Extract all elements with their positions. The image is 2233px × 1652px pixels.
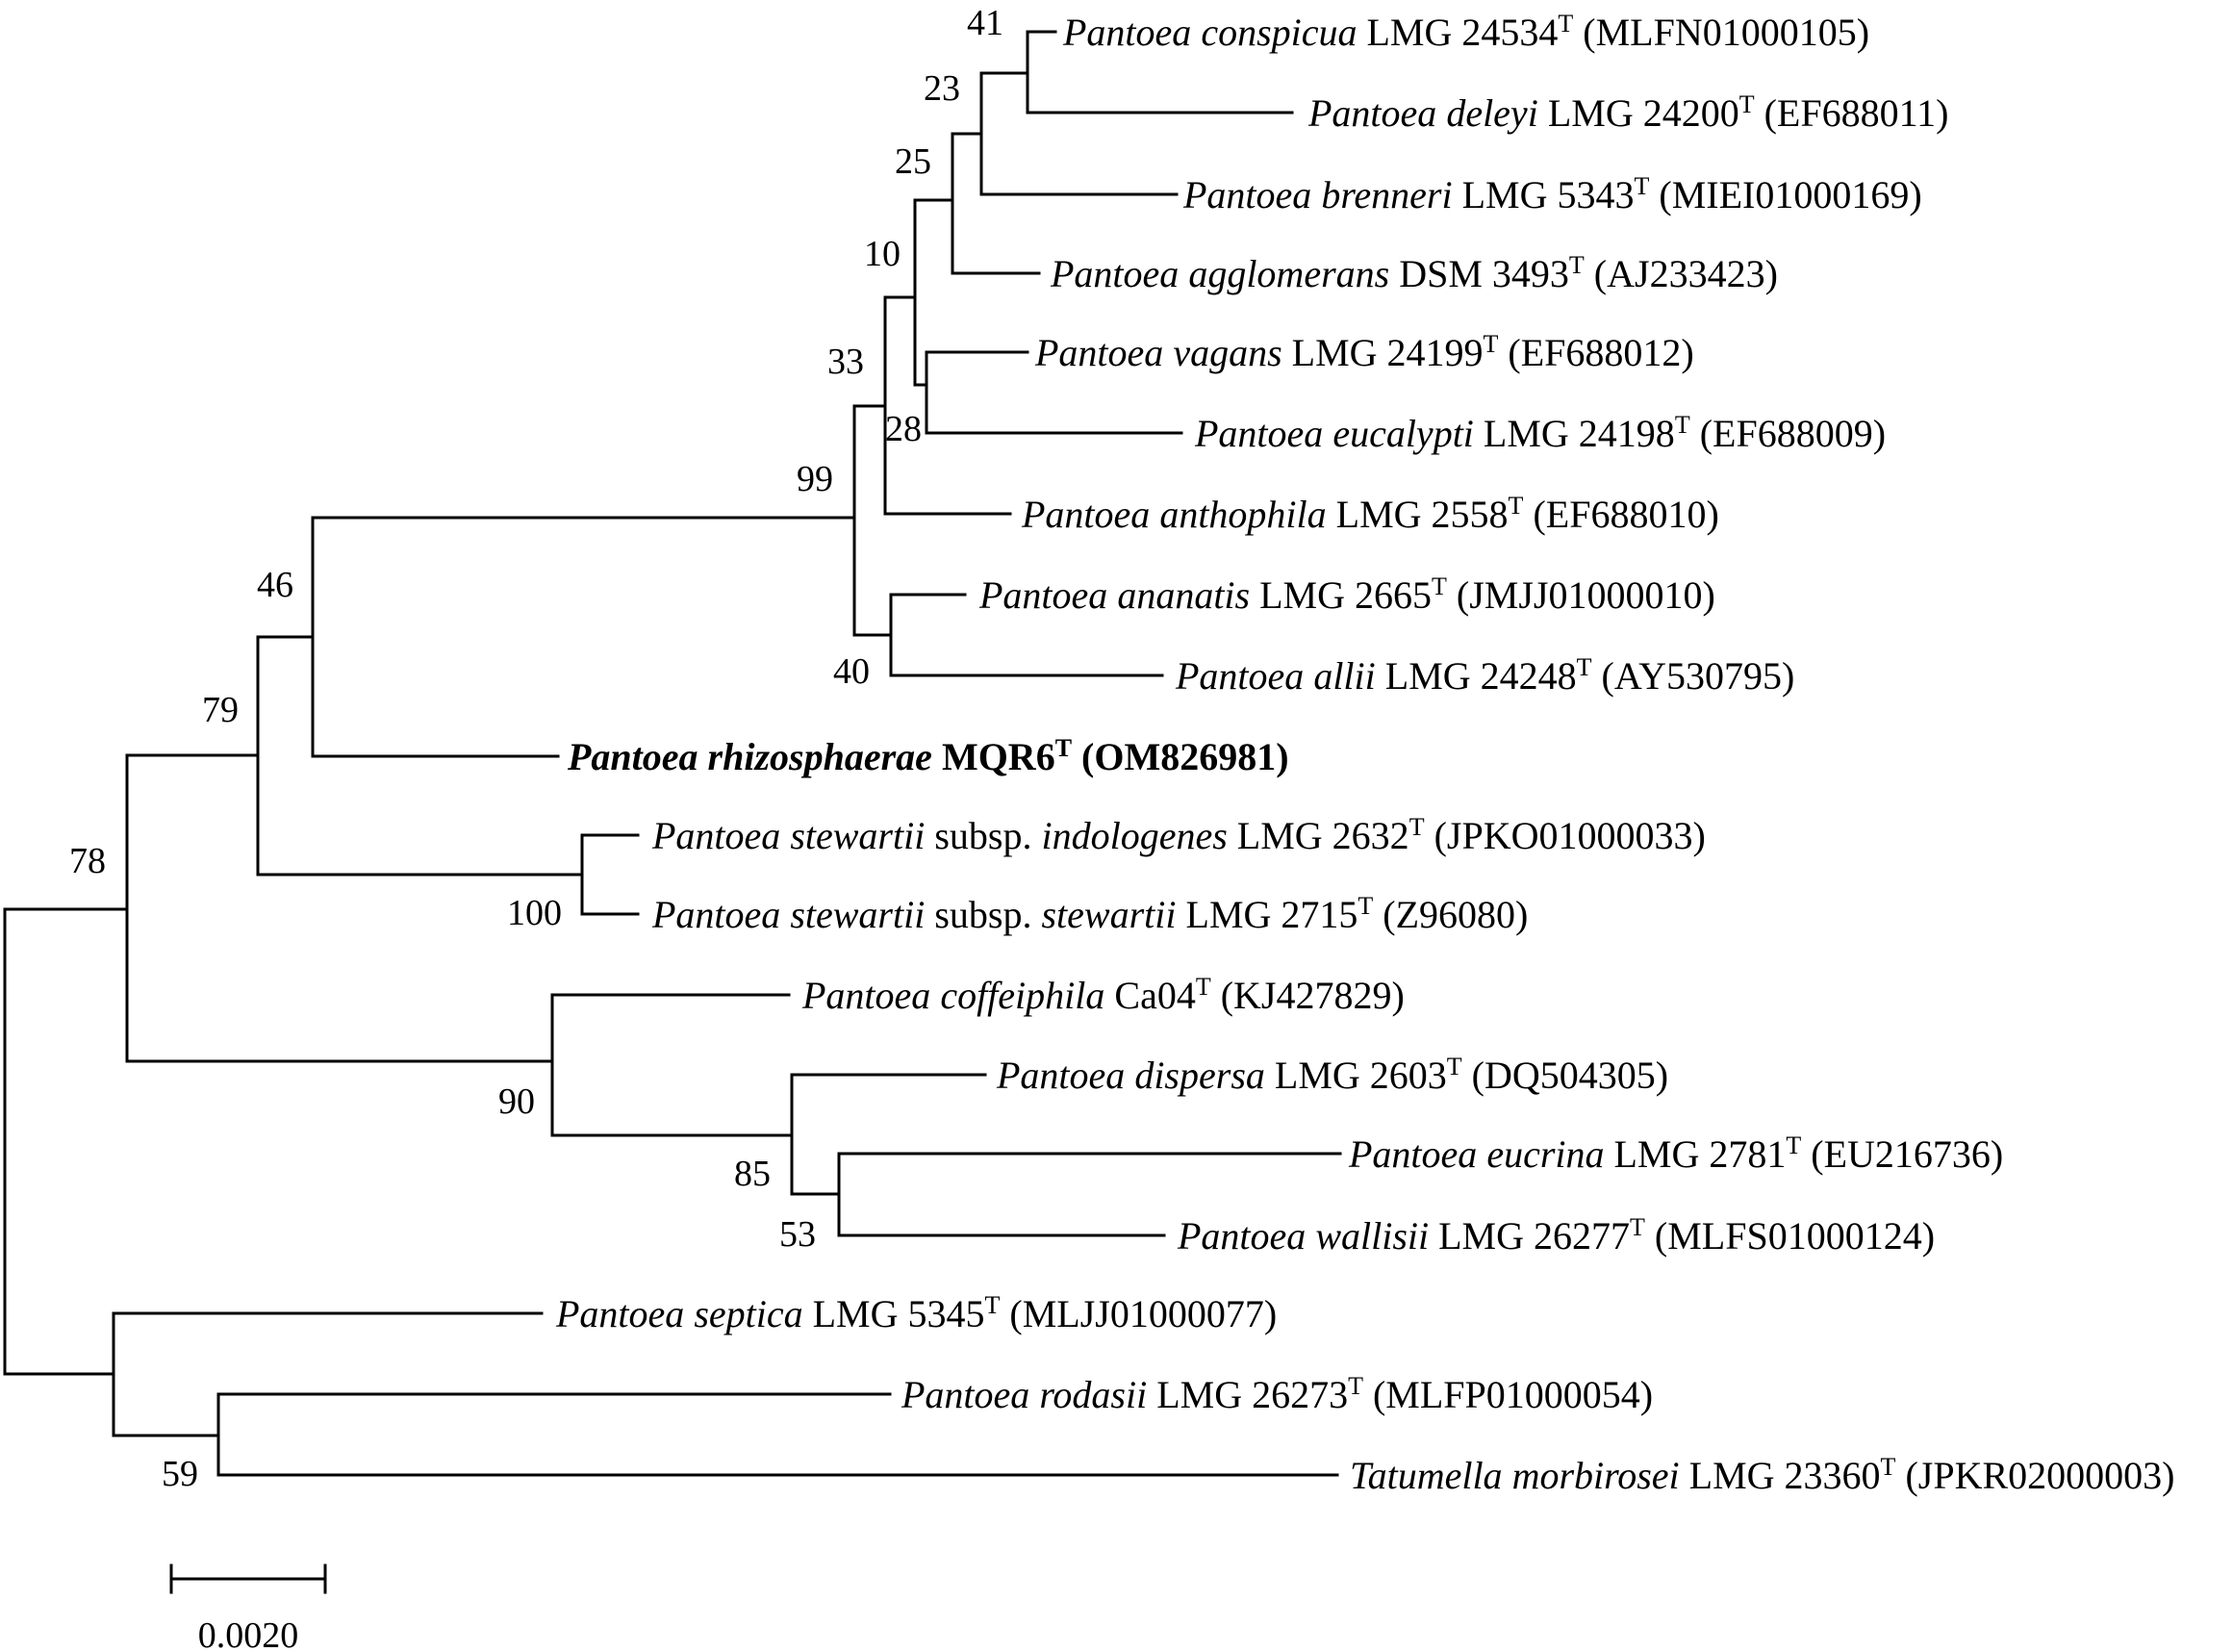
- bootstrap-n53: 53: [779, 1214, 816, 1255]
- bootstrap-n85: 85: [734, 1154, 771, 1194]
- leaf-labels: Pantoea conspicua LMG 24534T (MLFN010001…: [555, 10, 2174, 1497]
- bootstrap-n78: 78: [69, 841, 106, 881]
- leaf-rodasii: Pantoea rodasii LMG 26273T (MLFP01000054…: [901, 1372, 1653, 1416]
- leaf-eucrina: Pantoea eucrina LMG 2781T (EU216736): [1348, 1131, 2003, 1176]
- bootstrap-n10: 10: [864, 234, 901, 274]
- bootstrap-n33: 33: [827, 342, 864, 382]
- bootstrap-n100: 100: [507, 893, 562, 933]
- leaf-stewartii: Pantoea stewartii subsp. stewartii LMG 2…: [651, 892, 1528, 936]
- tree-branches: [3, 30, 1342, 1477]
- leaf-conspicua: Pantoea conspicua LMG 24534T (MLFN010001…: [1062, 10, 1869, 54]
- scale-bar-label: 0.0020: [198, 1615, 299, 1652]
- leaf-vagans: Pantoea vagans LMG 24199T (EF688012): [1034, 330, 1694, 374]
- bootstrap-n23: 23: [924, 68, 960, 109]
- leaf-indologenes: Pantoea stewartii subsp. indologenes LMG…: [651, 813, 1706, 857]
- leaf-ananatis: Pantoea ananatis LMG 2665T (JMJJ01000010…: [978, 572, 1715, 617]
- leaf-brenneri: Pantoea brenneri LMG 5343T (MIEI01000169…: [1182, 172, 1922, 216]
- leaf-wallisii: Pantoea wallisii LMG 26277T (MLFS0100012…: [1177, 1213, 1935, 1258]
- bootstrap-n40: 40: [833, 651, 870, 692]
- bootstrap-n46: 46: [257, 565, 293, 605]
- bootstrap-n79: 79: [202, 690, 239, 730]
- leaf-anthophila: Pantoea anthophila LMG 2558T (EF688010): [1021, 492, 1719, 536]
- bootstrap-values: 41 23 25 10 33 28 99 40 46 79 100 78 90 …: [69, 3, 1003, 1494]
- leaf-morbirosei: Tatumella morbirosei LMG 23360T (JPKR020…: [1350, 1453, 2174, 1497]
- bootstrap-n99: 99: [797, 459, 833, 499]
- leaf-coffeiphila: Pantoea coffeiphila Ca04T (KJ427829): [801, 973, 1405, 1017]
- leaf-allii: Pantoea allii LMG 24248T (AY530795): [1175, 653, 1794, 698]
- leaf-agglomerans: Pantoea agglomerans DSM 3493T (AJ233423): [1050, 251, 1778, 295]
- bootstrap-n25: 25: [895, 141, 931, 182]
- leaf-dispersa: Pantoea dispersa LMG 2603T (DQ504305): [996, 1053, 1668, 1097]
- leaf-deleyi: Pantoea deleyi LMG 24200T (EF688011): [1307, 90, 1948, 135]
- leaf-rhizosphaerae: Pantoea rhizosphaerae MQR6T (OM826981): [567, 734, 1289, 778]
- bootstrap-n41: 41: [967, 3, 1003, 43]
- bootstrap-n28: 28: [885, 409, 922, 449]
- leaf-septica: Pantoea septica LMG 5345T (MLJJ01000077): [555, 1291, 1277, 1335]
- bootstrap-n90: 90: [498, 1081, 535, 1122]
- scale-bar: 0.0020: [169, 1563, 327, 1652]
- leaf-eucalypti: Pantoea eucalypti LMG 24198T (EF688009): [1194, 411, 1886, 455]
- bootstrap-n59: 59: [162, 1454, 198, 1494]
